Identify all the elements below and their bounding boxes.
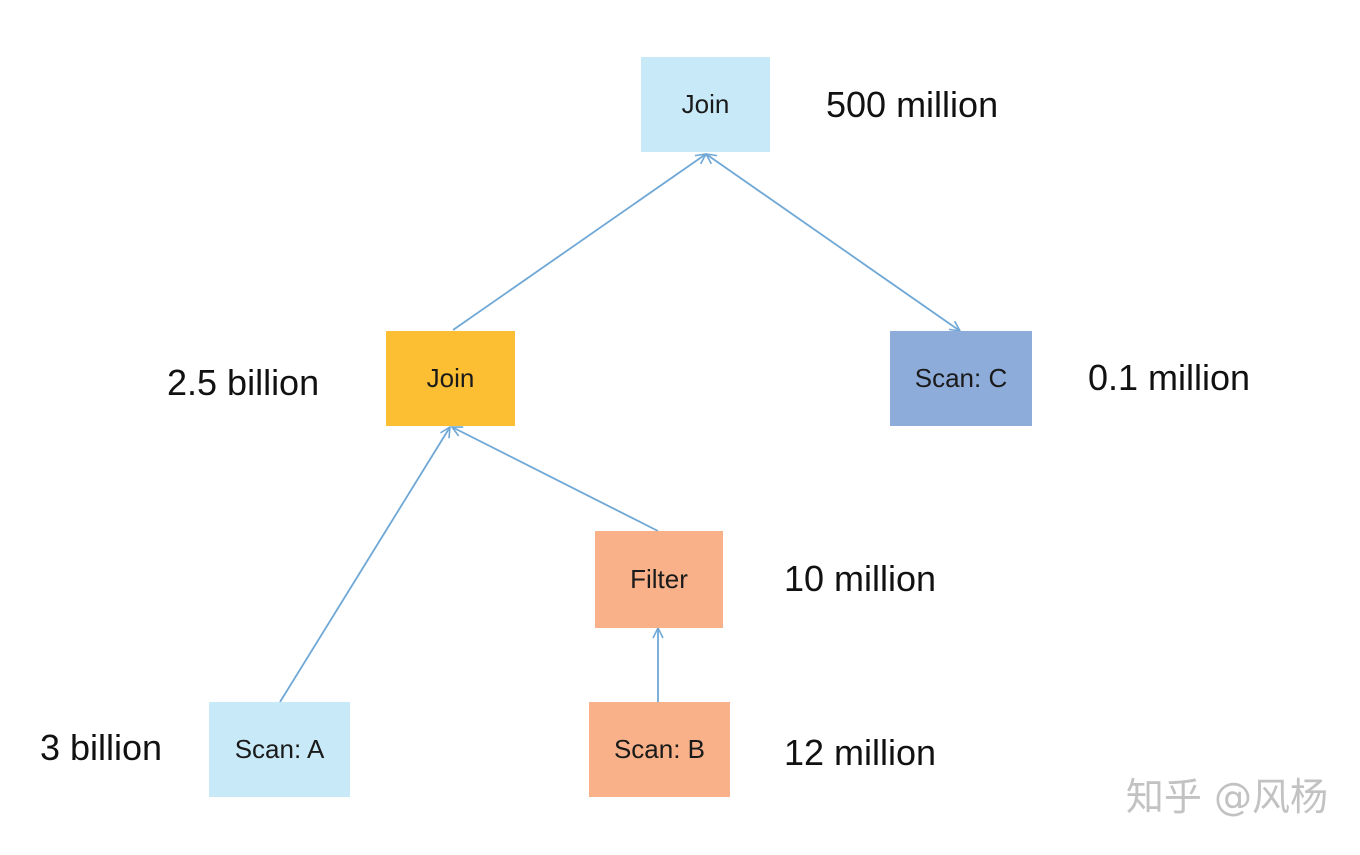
scan-a-label: Scan: A	[234, 734, 325, 764]
scan-c-label: Scan: C	[914, 363, 1008, 393]
join-mid-node: Join	[386, 331, 515, 426]
scan-c-node: Scan: C	[890, 331, 1032, 426]
scan-c-count: 0.1 million	[1088, 357, 1251, 398]
scan-b-label: Scan: B	[613, 734, 706, 764]
filter-node: Filter	[595, 531, 723, 628]
filter-count: 10 million	[784, 558, 937, 599]
join-top-node: Join	[641, 57, 770, 152]
scan-a-node: Scan: A	[209, 702, 350, 797]
filter-label: Filter	[630, 564, 688, 594]
edge-joinmid-to-jointop	[452, 154, 706, 331]
join-top-count: 500 million	[826, 84, 999, 125]
join-mid-label: Join	[426, 363, 475, 393]
edge-scana-to-joinmid	[279, 427, 450, 703]
join-mid-count: 2.5 billion	[167, 362, 320, 403]
scan-b-count: 12 million	[784, 732, 937, 773]
edge-filter-to-joinmid	[452, 427, 659, 532]
watermark: 知乎 @风杨	[1125, 775, 1328, 819]
join-top-label: Join	[681, 89, 730, 119]
scan-b-node: Scan: B	[589, 702, 730, 797]
edge-scanc-to-jointop	[706, 154, 960, 331]
scan-a-count: 3 billion	[40, 727, 163, 768]
